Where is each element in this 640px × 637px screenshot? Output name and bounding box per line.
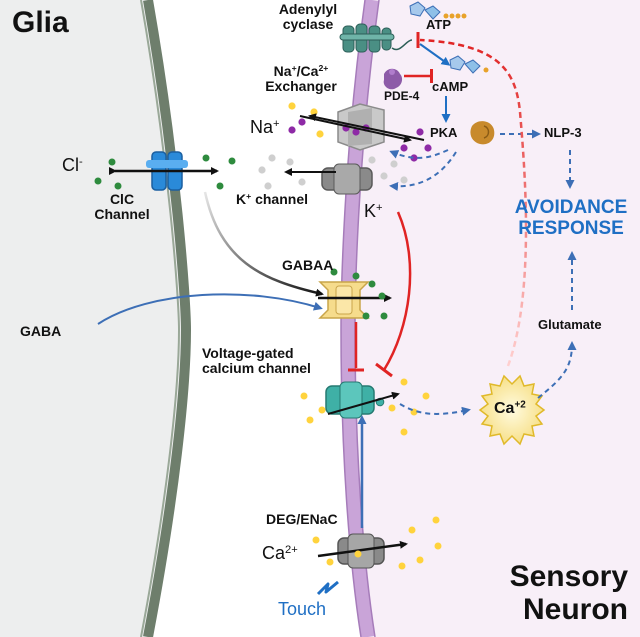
- deg-enac-calcium-ions: [312, 516, 442, 570]
- pde4-label: PDE-4: [384, 89, 420, 103]
- vgcc-line2: calcium channel: [202, 360, 311, 377]
- vgcc-calcium-ions: [300, 378, 430, 436]
- sensory-neuron-line2: Neuron: [523, 593, 628, 626]
- chloride-charge: -: [79, 155, 83, 168]
- exchanger-na: Na: [273, 63, 292, 79]
- potassium-ions: [258, 154, 408, 190]
- calcium-burst-label: Ca+2: [494, 400, 526, 418]
- camp-label: cAMP: [432, 79, 469, 94]
- deg-enac-influx-arrow: [317, 540, 408, 558]
- calcium-charge: +2: [514, 399, 526, 411]
- calcium-symbol: Ca: [494, 400, 515, 417]
- deg-enac-label: DEG/ENaC: [266, 511, 338, 527]
- clc-to-gabaa-arrow: [203, 191, 324, 297]
- avoidance-line1: AVOIDANCE: [514, 197, 628, 218]
- gabaa-chloride-ions: [330, 268, 388, 320]
- potassium-symbol: K: [364, 201, 377, 221]
- cyclase-tail: [391, 39, 413, 51]
- calcium-inhibits-cyclase: [419, 38, 528, 367]
- exchanger-na-charge: +: [291, 63, 297, 74]
- vgcc-influx-arrow: [327, 391, 400, 415]
- pde4-enzyme: [383, 68, 403, 90]
- exchanger-label-line1: Na+/Ca2+: [246, 63, 356, 79]
- neuron-cell-body: [348, 0, 640, 637]
- atp-label: ATP: [426, 17, 452, 32]
- adenylyl-cyclase-protein: [339, 23, 395, 53]
- atp-molecule: [409, 1, 467, 20]
- clc-channel-label: ClC Channel: [82, 191, 162, 223]
- gaba-label: GABA: [20, 323, 62, 339]
- glia-cell-body: [0, 0, 186, 637]
- pka-label: PKA: [430, 125, 458, 140]
- exchanger-ca-charge: 2+: [318, 63, 329, 74]
- gabaa-receptor: [318, 281, 370, 319]
- chloride-symbol: Cl: [62, 155, 79, 175]
- clc-channel-line1: ClC: [109, 191, 135, 207]
- exchanger-calcium-ions: [288, 102, 324, 138]
- chloride-ions: [94, 154, 236, 190]
- k-channel-charge: +: [246, 191, 252, 202]
- ca-charge: 2+: [285, 543, 298, 556]
- glutamate-label: Glutamate: [538, 317, 602, 332]
- nlp3-label: NLP-3: [544, 125, 582, 140]
- exchanger-ca: /Ca: [296, 63, 319, 79]
- clc-channel-line2: Channel: [94, 206, 150, 223]
- adenylyl-cyclase-line2: cyclase: [282, 16, 334, 33]
- pka-to-k-channel-dashed: [389, 151, 457, 191]
- adenylyl-cyclase-line1: Adenylyl: [278, 1, 338, 17]
- touch-label: Touch: [278, 599, 327, 619]
- vgcc-label: Voltage-gated calcium channel: [202, 345, 311, 377]
- avoidance-response-label: AVOIDANCE RESPONSE: [498, 197, 640, 240]
- glia-membrane-inner: [140, 0, 181, 637]
- gabaa-label: GABAA: [282, 257, 334, 273]
- exchanger-label-line2: Exchanger: [265, 78, 337, 95]
- exchanger-calcium-arrow: [299, 115, 412, 143]
- sodium-symbol: Na: [250, 117, 274, 137]
- touch-lightning-icon: [316, 580, 339, 596]
- sodium-ion-label: Na+: [250, 117, 280, 138]
- atp-to-camp-arrow: [419, 43, 451, 66]
- pka-kinase: [470, 121, 495, 145]
- chloride-ion-label: Cl-: [62, 155, 83, 176]
- potassium-charge: +: [376, 201, 383, 214]
- pka-to-exchanger-dashed: [389, 149, 449, 159]
- calcium-ion-label: Ca2+: [262, 543, 298, 564]
- gaba-to-gabaa-arrow: [97, 293, 323, 325]
- sensory-neuron-label: Sensory Neuron: [510, 560, 628, 626]
- avoidance-line2: RESPONSE: [518, 217, 624, 239]
- potassium-ion-label: K+: [364, 201, 383, 222]
- glia-label: Glia: [12, 6, 69, 39]
- potassium-channel: [321, 163, 373, 195]
- k-channel-symbol: K: [236, 191, 247, 207]
- k-inhibition-bar: [375, 362, 393, 378]
- sensory-neuron-line1: Sensory: [509, 560, 628, 593]
- exchanger-label: Na+/Ca2+ Exchanger: [246, 63, 356, 95]
- camp-molecule: [449, 55, 489, 74]
- vgcc-line1: Voltage-gated: [202, 345, 294, 361]
- calcium-burst: [478, 374, 546, 446]
- k-channel-word: channel: [251, 191, 308, 207]
- potassium-channel-label: K+ channel: [236, 191, 308, 207]
- k-inhibits-vgcc: [382, 211, 412, 371]
- glia-membrane: [143, 0, 192, 637]
- sodium-charge: +: [273, 117, 280, 130]
- ca-symbol: Ca: [262, 543, 286, 563]
- adenylyl-cyclase-label: Adenylyl cyclase: [268, 1, 348, 33]
